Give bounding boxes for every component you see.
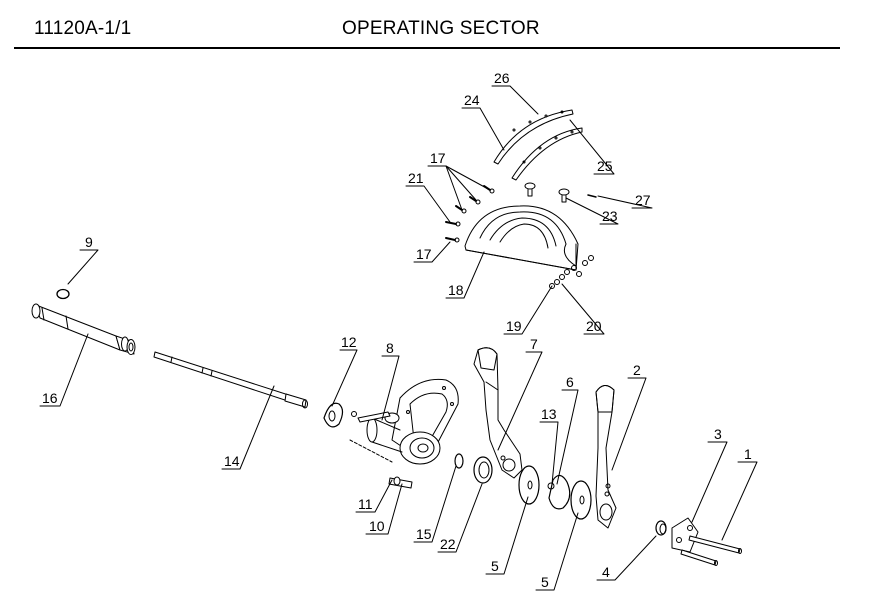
callout-3: 3 [714,426,722,442]
part-3-plate [671,517,699,553]
callout-17a: 17 [430,150,446,166]
callout-24: 24 [464,92,480,108]
part-18-cover [464,205,579,271]
part-22-bearing [473,456,493,484]
callout-2: 2 [633,362,641,378]
header-divider [14,47,840,49]
callout-23: 23 [602,208,618,224]
callout-20: 20 [586,318,602,334]
part-7-lever [473,347,523,479]
callout-22: 22 [440,536,456,552]
callout-11: 11 [358,496,373,512]
part-27-pin [587,194,597,198]
part-15-ring [454,453,464,469]
callout-18: 18 [448,282,464,298]
callout-6: 6 [566,374,574,390]
part-2-lever [595,385,617,529]
part-16-hollow-shaft [31,303,136,355]
callout-15: 15 [416,526,432,542]
part-8-bracket [349,378,459,465]
callout-4: 4 [602,564,610,580]
part-24-25-26-arc-strips [493,109,583,181]
callout-16: 16 [42,390,58,406]
callout-26: 26 [494,70,510,86]
drawing-header: 11120A-1/1 OPERATING SECTOR [0,0,882,50]
callout-25: 25 [597,158,613,174]
part-1-pins [680,535,742,566]
part-5-disc-a [518,465,540,505]
callout-1: 1 [744,446,752,462]
callout-5b: 5 [541,574,549,590]
callout-9: 9 [85,234,93,250]
callout-10: 10 [369,518,385,534]
part-14-rod [153,351,308,409]
part-5-disc-b [570,480,592,520]
leader-lines [39,85,758,591]
callout-13: 13 [541,406,557,422]
callout-7: 7 [530,336,538,352]
callout-17b: 17 [416,246,432,262]
callout-8: 8 [386,340,394,356]
part-19-20-nuts [549,255,594,289]
callout-5a: 5 [491,558,499,574]
part-4-spring [655,520,667,536]
callout-21: 21 [408,170,424,186]
callout-14: 14 [224,453,240,469]
part-12-washer [323,402,344,428]
part-23-knobs [524,182,570,203]
callout-27: 27 [635,192,651,208]
drawing-title: OPERATING SECTOR [342,18,540,39]
part-6-disc [547,474,571,510]
callout-19: 19 [506,318,522,334]
drawing-number: 11120A-1/1 [34,18,132,39]
callout-12: 12 [341,334,357,350]
part-10-11-bolt-nut [388,476,413,489]
part-9-o-ring [56,288,70,300]
